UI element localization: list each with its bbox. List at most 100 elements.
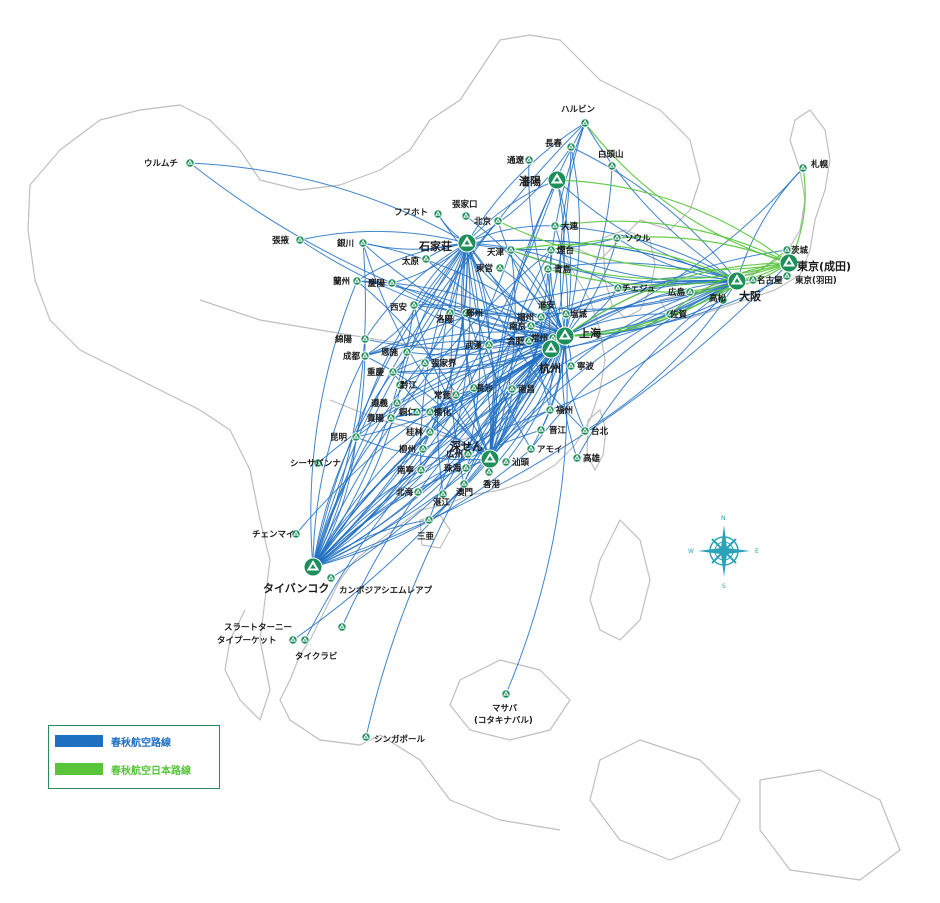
airport-zunyi-icon[interactable] [392,398,402,408]
airport-shanghai-icon[interactable] [555,326,575,346]
airport-qingyang-icon[interactable] [387,278,397,288]
airport-zhangjiajie-icon[interactable] [420,358,430,368]
airport-lanzhou-icon[interactable] [352,276,362,286]
airport-yancheng-icon[interactable] [561,309,571,319]
airport-dongying-icon[interactable] [495,263,505,273]
airport-label-zhanjiang: 湛江 [433,497,451,508]
airport-jeju-icon[interactable] [613,283,623,293]
airport-ibaraki-icon[interactable] [782,245,792,255]
airport-nanning-icon[interactable] [416,465,426,475]
airport-huaian-icon[interactable] [539,302,549,312]
airport-wuhan-icon[interactable] [484,340,494,350]
airport-fuzhou-icon[interactable] [545,405,555,415]
route-osaka-nanjing [530,280,738,327]
airport-xian-icon[interactable] [409,300,419,310]
airport-xiamen-icon[interactable] [526,444,536,454]
airport-hongkong-icon[interactable] [484,467,494,477]
airport-changchun-icon[interactable] [566,142,576,152]
airport-zhangye-icon[interactable] [295,235,305,245]
route-bangkok-mianyang [312,338,366,568]
airport-sapporo-icon[interactable] [798,163,808,173]
airport-hangzhou-icon[interactable] [541,339,561,359]
airport-nanchang-icon[interactable] [507,384,517,394]
airport-dalian-icon[interactable] [550,221,560,231]
airport-tokyo_haneda-icon[interactable] [782,271,792,281]
airport-baitoushan-icon[interactable] [607,161,617,171]
route-shenzhen-wuhan [488,344,497,460]
airport-yinchuan-icon[interactable] [358,238,368,248]
airport-chengdu-icon[interactable] [360,351,370,361]
airport-chiangmai-icon[interactable] [291,529,301,539]
airport-macau-icon[interactable] [459,479,469,489]
airport-changsha-icon[interactable] [469,383,479,393]
airport-enshi-icon[interactable] [402,347,412,357]
route-shijiazhuang-shenyang [466,179,558,244]
airport-ningbo-icon[interactable] [566,361,576,371]
airport-yangzhou-icon[interactable] [536,312,546,322]
airport-takamatsu-icon[interactable] [718,295,728,305]
airport-masaba-icon[interactable] [501,689,511,699]
airport-tonghua-icon[interactable] [524,155,534,165]
airport-siemreap-icon[interactable] [326,573,336,583]
route-shijiazhuang-mianyang [364,242,468,340]
airport-shantou-icon[interactable] [501,457,511,467]
airport-seoul-icon[interactable] [612,233,622,243]
route-shanghai-hohhot [437,213,566,337]
airport-suratthani-icon[interactable] [337,622,347,632]
airport-guiyang-icon[interactable] [386,413,396,423]
airport-nagoya-icon[interactable] [748,275,758,285]
airport-sanya-icon[interactable] [424,515,434,525]
airport-taipei-icon[interactable] [580,426,590,436]
airport-changde-icon[interactable] [451,390,461,400]
airport-nanjing-icon[interactable] [526,321,536,331]
airport-xishuangbanna-icon[interactable] [313,458,323,468]
airport-luoyang-icon[interactable] [445,308,455,318]
airport-bangkok-icon[interactable] [303,557,323,577]
airport-urumqi-icon[interactable] [185,158,195,168]
airport-hohhot-icon[interactable] [433,209,443,219]
airport-osaka-icon[interactable] [727,271,747,291]
airport-beihai-icon[interactable] [413,487,423,497]
airport-zhangjiakou-icon[interactable] [461,211,471,221]
airport-zhengzhou-icon[interactable] [461,308,471,318]
airport-liuzhou-icon[interactable] [418,444,428,454]
airport-harbin-icon[interactable] [580,118,590,128]
airport-tokyo_narita-icon[interactable] [779,253,799,273]
airport-hiroshima-icon[interactable] [685,287,695,297]
airport-shenzhen-icon[interactable] [480,449,500,469]
route-bangkok-lanzhou [310,280,358,568]
route-shijiazhuang-guiyang [390,242,468,419]
airport-hefei-icon[interactable] [524,336,534,346]
route-bangkok-tokyo_narita [312,262,790,568]
airport-zhuhai-icon[interactable] [461,463,471,473]
airport-chongqing-icon[interactable] [388,367,398,377]
airport-phuket-icon[interactable] [288,635,298,645]
airport-krabi-icon[interactable] [300,635,310,645]
airport-taiyuan-icon[interactable] [421,254,431,264]
airport-huaihua-icon[interactable] [425,407,435,417]
route-osaka-huaian [543,280,738,310]
airport-qingdao-icon[interactable] [543,264,553,274]
airport-kaohsiung-icon[interactable] [572,453,582,463]
airport-jinjiang-icon[interactable] [536,425,546,435]
airport-shenyang-icon[interactable] [547,170,567,190]
airport-saga-icon[interactable] [665,309,675,319]
airport-label-fuzhou: 福州 [555,405,573,416]
route-bangkok-yinchuan [312,242,366,568]
airport-tianjin-icon[interactable] [506,245,516,255]
airport-kunming-icon[interactable] [351,432,361,442]
route-bangkok-guangzhou [312,453,469,568]
route-osaka-shijiazhuang [466,239,738,282]
airport-tongren-icon[interactable] [412,407,422,417]
airport-beijing-icon[interactable] [493,216,503,226]
airport-guangzhou-icon[interactable] [463,449,473,459]
airport-singapore-icon[interactable] [361,732,371,742]
airport-guilin-icon[interactable] [425,427,435,437]
airport-zhanjiang-icon[interactable] [438,489,448,499]
route-shijiazhuang-wuhan [466,242,490,346]
airport-qianjiang-icon[interactable] [395,380,405,390]
airport-yantai-icon[interactable] [546,245,556,255]
airport-mianyang-icon[interactable] [360,334,370,344]
airport-shijiazhuang-icon[interactable] [457,233,477,253]
